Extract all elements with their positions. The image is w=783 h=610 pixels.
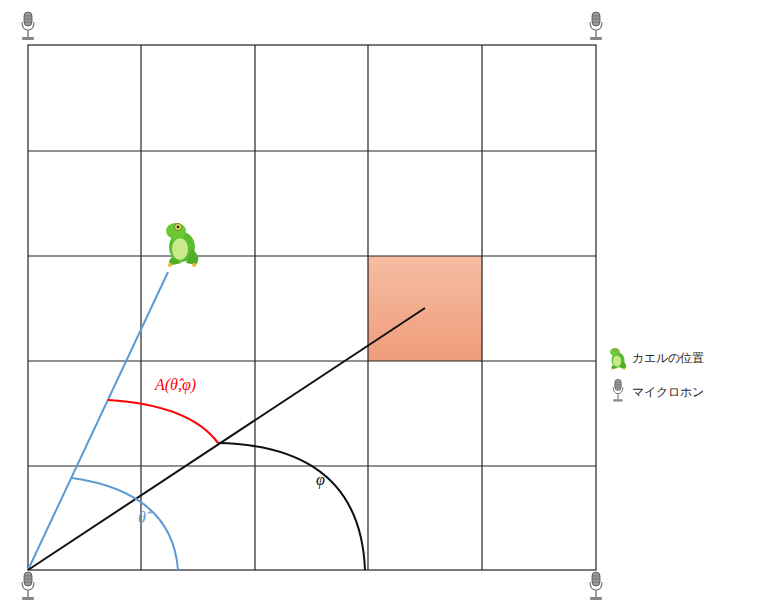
legend-text: カエルの位置 <box>632 351 704 365</box>
microphone-icon <box>22 572 34 600</box>
angle-label: θ̂ <box>138 509 146 527</box>
legend-text: マイクロホン <box>632 385 704 399</box>
phi-arc <box>218 443 365 570</box>
frog-icon <box>166 223 198 267</box>
microphone-icon <box>590 572 602 600</box>
frog-direction-line <box>28 272 168 570</box>
microphone-icon <box>22 12 34 40</box>
angle-difference-arc <box>108 400 218 443</box>
microphone-icon <box>590 12 602 40</box>
theta-arc <box>72 478 178 570</box>
legend-microphone-icon <box>613 379 623 401</box>
angle-label: A(θ̂,φ) <box>155 376 196 394</box>
grid <box>28 45 596 570</box>
cell-direction-line <box>28 308 425 570</box>
legend-frog-icon <box>610 348 626 370</box>
angle-label: φ <box>316 471 325 489</box>
